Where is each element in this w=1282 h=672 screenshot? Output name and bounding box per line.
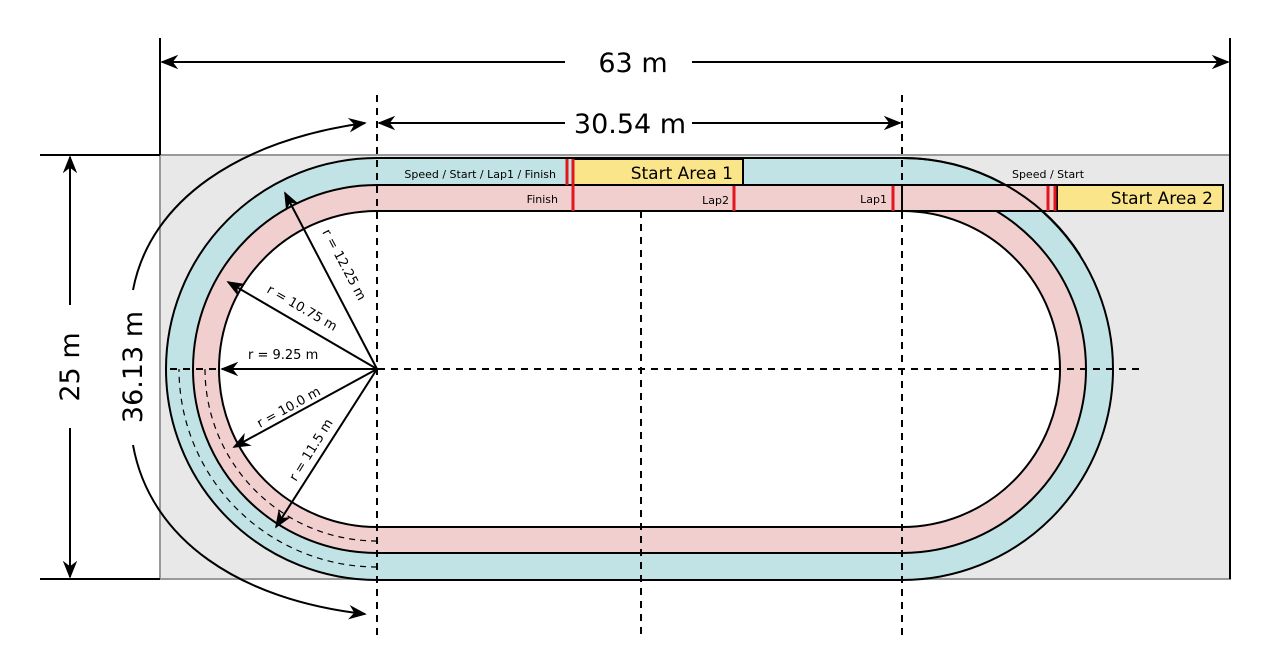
width-label: 25 m: [55, 332, 86, 401]
start-area-1-label: Start Area 1: [631, 164, 733, 184]
radius-arrows: [220, 191, 378, 529]
lap1-label: Lap1: [860, 193, 887, 206]
radius-label-9-25: r = 9.25 m: [248, 348, 318, 363]
start-area-1: [572, 158, 744, 186]
lap2-label: Lap2: [702, 194, 729, 207]
outer-start-label: Speed / Start / Lap1 / Finish: [404, 168, 556, 181]
straight-length-label: 30.54 m: [574, 109, 686, 140]
start-area-2: [1056, 184, 1224, 212]
speed-start-label: Speed / Start: [1012, 168, 1085, 181]
total-length-label: 63 m: [598, 48, 667, 79]
finish-label: Finish: [527, 193, 558, 206]
timing-markers: [565, 159, 1057, 211]
curve-length-label: 36.13 m: [118, 311, 149, 423]
start-area-2-label: Start Area 2: [1111, 189, 1213, 209]
